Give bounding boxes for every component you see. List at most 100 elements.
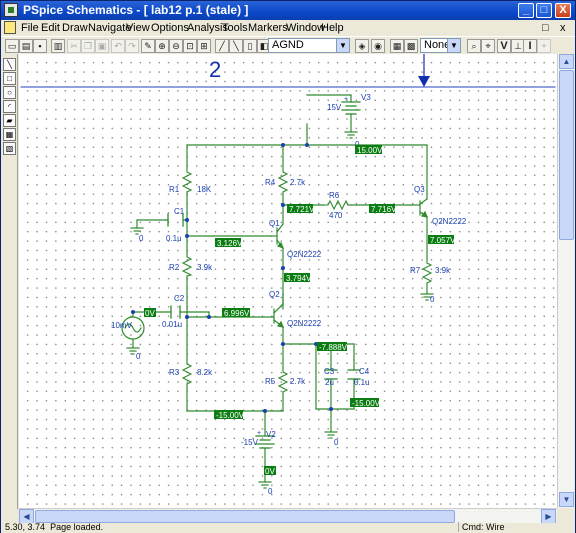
graph-icon[interactable]: ▧ <box>3 142 16 155</box>
paste-icon[interactable]: ▣ <box>95 39 109 53</box>
voltage-marker-source: 0V <box>144 308 156 318</box>
vertical-scrollbar[interactable]: ▲ ▼ <box>557 54 574 508</box>
capacitor-symbols <box>167 213 361 380</box>
gnd-label: 0 <box>139 234 144 243</box>
svg-text:-7.888V: -7.888V <box>319 343 348 352</box>
schematic-canvas[interactable]: 2 <box>19 54 557 508</box>
menu-navigate[interactable]: Navigate <box>88 22 132 34</box>
redraw-icon[interactable]: ✎ <box>141 39 155 53</box>
horizontal-scrollbar[interactable]: ◀ ▶ <box>19 508 557 524</box>
r4-resistor <box>277 167 289 193</box>
scroll-right-icon[interactable]: ▶ <box>541 509 556 524</box>
r3-resistor <box>181 359 193 385</box>
gnd-label: 0 <box>268 487 273 496</box>
v3-battery-icon <box>341 101 361 115</box>
zoom-fit-icon[interactable]: ⊞ <box>197 39 211 53</box>
r7-ref: R7 <box>410 266 421 275</box>
redo-icon[interactable]: ↷ <box>125 39 139 53</box>
open-icon[interactable]: ▤ <box>19 39 33 53</box>
arc-icon[interactable]: ◜ <box>3 100 16 113</box>
menu-markers[interactable]: Markers <box>248 22 288 34</box>
menu-options[interactable]: Options <box>151 22 189 34</box>
document-icon[interactable] <box>4 21 16 34</box>
q1-transistor <box>276 223 285 250</box>
voltage-marker-q1-emitter: 3.794V <box>284 273 312 283</box>
svg-text:0V: 0V <box>265 467 275 476</box>
doc-close-button[interactable]: x <box>560 22 566 34</box>
doc-restore-button[interactable]: □ <box>542 22 549 34</box>
box-icon[interactable]: □ <box>3 72 16 85</box>
probe-icon[interactable]: ⌕ <box>467 39 481 53</box>
part-name-dropdown[interactable]: AGND ▼ <box>268 38 350 53</box>
edit-attributes-icon[interactable]: ◈ <box>355 39 369 53</box>
text-icon[interactable]: ▰ <box>3 114 16 127</box>
q1-model: Q2N2222 <box>287 250 322 259</box>
svg-text:-15.00V: -15.00V <box>216 411 245 420</box>
q3-model: Q2N2222 <box>432 217 467 226</box>
horizontal-scroll-thumb[interactable] <box>35 510 455 523</box>
marker-dropdown[interactable]: None ▼ <box>420 38 461 53</box>
ground-icon <box>258 481 272 489</box>
scroll-up-icon[interactable]: ▲ <box>559 54 574 69</box>
edit-symbol-icon[interactable]: ◉ <box>371 39 385 53</box>
r2-ref: R2 <box>169 263 180 272</box>
menu-analysis[interactable]: Analysis <box>187 22 228 34</box>
menu-tools[interactable]: Tools <box>222 22 248 34</box>
probe-setup-icon[interactable]: ⌖ <box>481 39 495 53</box>
minimize-button[interactable]: _ <box>518 3 534 18</box>
voltage-marker-q1-base: 3.126V <box>215 238 243 248</box>
voltage-markers: 15.00V 7.721V 7.716V 3.126V 7.057V 3.794… <box>144 145 456 476</box>
close-button[interactable]: X <box>555 3 571 18</box>
r1-resistor <box>181 167 193 193</box>
r5-ref: R5 <box>265 377 276 386</box>
copy-icon[interactable]: ❐ <box>81 39 95 53</box>
undo-icon[interactable]: ↶ <box>111 39 125 53</box>
v2-value: -15V <box>241 438 259 447</box>
add-marker-icon[interactable]: + <box>537 39 551 53</box>
chevron-down-icon[interactable]: ▼ <box>447 39 460 52</box>
r2-resistor <box>181 253 193 277</box>
block-icon[interactable]: ▯ <box>243 39 257 53</box>
plus-icon: + <box>344 96 348 103</box>
part-name-value: AGND <box>272 39 304 51</box>
zoom-area-icon[interactable]: ⊡ <box>183 39 197 53</box>
enable-current-display-button[interactable]: I <box>523 39 537 53</box>
svg-text:-15.00V: -15.00V <box>352 399 381 408</box>
menu-help[interactable]: Help <box>321 22 344 34</box>
v3-ref: V3 <box>361 93 371 102</box>
voltage-marker-q2-emitter: -7.888V <box>317 342 348 352</box>
zoom-out-icon[interactable]: ⊖ <box>169 39 183 53</box>
chevron-down-icon[interactable]: ▼ <box>336 39 349 52</box>
simulate-icon[interactable]: ▩ <box>404 39 418 53</box>
c2-value: 0.01u <box>162 320 182 329</box>
new-icon[interactable]: ▭ <box>5 39 19 53</box>
voltage-marker-v2: 0V <box>264 466 276 476</box>
menu-view[interactable]: View <box>126 22 150 34</box>
draw-bus-icon[interactable]: ╲ <box>229 39 243 53</box>
menu-window[interactable]: Window <box>286 22 326 34</box>
menu-edit[interactable]: Edit <box>41 22 60 34</box>
svg-text:7.057V: 7.057V <box>430 236 456 245</box>
print-icon[interactable]: ▥ <box>51 39 65 53</box>
circle-icon[interactable]: ○ <box>3 86 16 99</box>
app-icon[interactable] <box>4 3 18 17</box>
ac-source-icon <box>121 316 145 340</box>
line-icon[interactable]: ╲ <box>3 58 16 71</box>
svg-text:7.721V: 7.721V <box>289 205 315 214</box>
scroll-down-icon[interactable]: ▼ <box>559 492 574 507</box>
zoom-in-icon[interactable]: ⊕ <box>155 39 169 53</box>
resistor-symbols <box>181 167 433 393</box>
status-bar: 5.30, 3.74 Page loaded. Cmd: Wire <box>1 522 575 533</box>
save-icon[interactable]: ▪ <box>33 39 47 53</box>
maximize-button[interactable]: □ <box>536 3 552 18</box>
draw-wire-icon[interactable]: ╱ <box>215 39 229 53</box>
image-icon[interactable]: ▦ <box>3 128 16 141</box>
setup-analysis-icon[interactable]: ▦ <box>390 39 404 53</box>
cut-icon[interactable]: ✂ <box>67 39 81 53</box>
vertical-scroll-thumb[interactable] <box>559 70 574 240</box>
c3-ref: C3 <box>324 367 335 376</box>
menu-draw[interactable]: Draw <box>62 22 88 34</box>
r1-value: 18K <box>197 185 212 194</box>
menu-file[interactable]: File <box>21 22 39 34</box>
enable-voltage-display-button[interactable]: V <box>497 39 511 53</box>
